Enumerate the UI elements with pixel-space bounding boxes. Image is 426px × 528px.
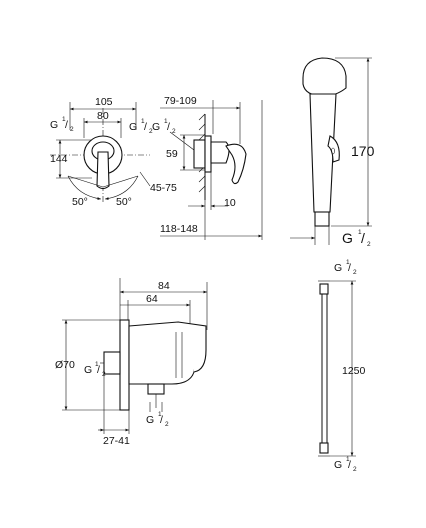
svg-text:G: G	[334, 262, 342, 274]
front-dim-width: 105	[95, 96, 113, 108]
hose-thread-top: G 1 / 2	[334, 259, 357, 276]
elbow-dim-body: 64	[146, 293, 158, 305]
svg-text:/: /	[144, 121, 147, 133]
svg-text:G: G	[342, 230, 353, 246]
front-angle-right: 50°	[116, 196, 132, 208]
front-thread-right: G 1 / 2	[129, 118, 153, 135]
front-dim-plate: 80	[97, 110, 109, 122]
side-dim-mid: 59	[166, 148, 178, 160]
svg-text:2: 2	[172, 128, 176, 135]
svg-text:G: G	[152, 121, 160, 133]
front-dim-height: 144	[50, 153, 68, 165]
svg-text:G: G	[146, 414, 154, 426]
svg-text:1: 1	[62, 116, 66, 123]
svg-text:/: /	[160, 414, 163, 426]
svg-text:2: 2	[149, 128, 153, 135]
wall-elbow	[62, 278, 208, 434]
hose	[318, 280, 356, 457]
svg-text:G: G	[129, 121, 137, 133]
hose-dim-length: 1250	[342, 365, 366, 377]
elbow-thread-side: G 1 / 2	[84, 361, 106, 378]
side-thread: G 1 / 2	[152, 118, 176, 135]
svg-text:/: /	[348, 262, 351, 274]
svg-text:1: 1	[95, 361, 99, 368]
svg-text:/: /	[167, 121, 170, 133]
svg-text:2: 2	[70, 126, 74, 133]
svg-text:G: G	[84, 364, 92, 376]
spray-dim-length: 170	[351, 143, 375, 159]
elbow-dim-total: 84	[158, 280, 170, 292]
svg-text:2: 2	[353, 466, 357, 473]
front-thread-left: G 1 / 2	[50, 116, 74, 133]
front-angle-left: 50°	[72, 196, 88, 208]
svg-text:1: 1	[141, 118, 145, 125]
svg-text:2: 2	[165, 421, 169, 428]
elbow-thread-bottom: G 1 / 2	[146, 411, 169, 428]
spray-thread: G 1 / 2	[342, 229, 371, 248]
svg-text:/: /	[97, 364, 100, 376]
side-dim-bottom: 118-148	[160, 223, 198, 235]
svg-text:/: /	[348, 459, 351, 471]
svg-text:G: G	[50, 119, 58, 131]
svg-text:G: G	[334, 459, 342, 471]
side-dim-plate: 10	[224, 197, 236, 209]
svg-text:1: 1	[346, 259, 350, 266]
svg-text:1: 1	[346, 456, 350, 463]
svg-text:2: 2	[102, 371, 106, 378]
svg-text:2: 2	[367, 241, 371, 248]
svg-text:1: 1	[164, 118, 168, 125]
elbow-dim-depth: 27-41	[103, 435, 130, 447]
svg-text:1: 1	[358, 229, 362, 236]
side-dim-top: 79-109	[164, 95, 197, 107]
svg-text:/: /	[65, 119, 68, 131]
front-angle-range: 45-75	[150, 182, 177, 194]
mixer-side-view	[160, 100, 263, 240]
mixer-front-view	[50, 102, 151, 202]
spray-head	[290, 57, 372, 245]
svg-text:1: 1	[158, 411, 162, 418]
svg-text:2: 2	[353, 269, 357, 276]
svg-text:/: /	[361, 230, 365, 246]
elbow-dim-diameter: Ø70	[55, 359, 75, 371]
hose-thread-bottom: G 1 / 2	[334, 456, 357, 473]
